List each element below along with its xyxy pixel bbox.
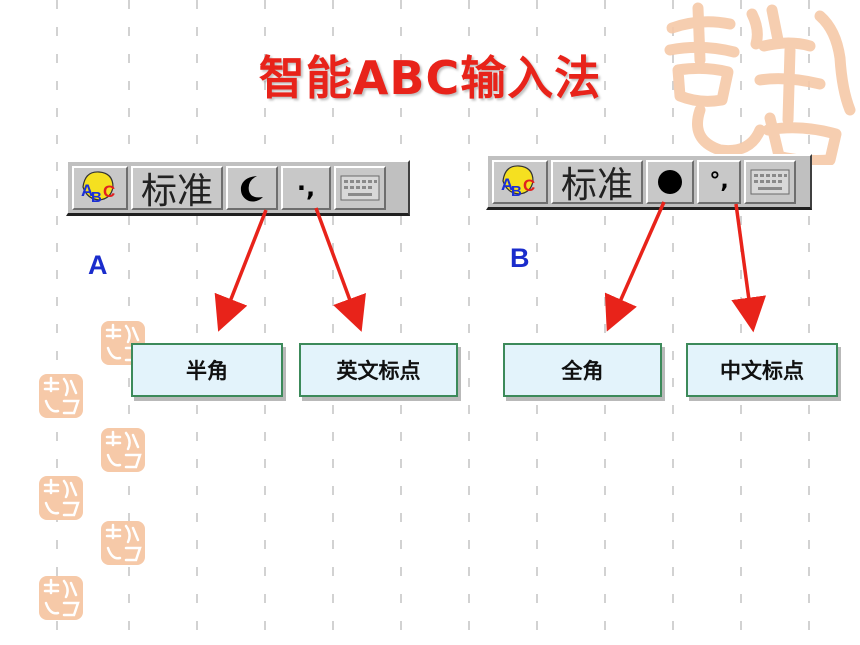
- full-width-toggle-button[interactable]: [646, 159, 695, 204]
- ime-toolbar-b: A B C 标准 °,: [486, 154, 812, 210]
- toolbar-a-label: A: [88, 250, 108, 280]
- ime-logo-button[interactable]: A B C: [492, 159, 548, 204]
- guide-line: [400, 0, 402, 645]
- chinese-punct-box: 中文标点: [686, 343, 838, 397]
- half-width-toggle-button[interactable]: [226, 165, 279, 210]
- small-seal-icon: [101, 428, 145, 472]
- arrow-to-full-width: [604, 201, 666, 332]
- svg-text:B: B: [91, 189, 102, 206]
- crescent-moon-icon: [240, 175, 264, 201]
- guide-line: [468, 0, 470, 645]
- svg-text:B: B: [511, 183, 522, 200]
- arrow-to-chinese-punct: [731, 203, 767, 333]
- guide-line: [332, 0, 334, 645]
- soft-keyboard-icon: [340, 175, 380, 200]
- guide-line: [196, 0, 198, 645]
- guide-line: [264, 0, 266, 645]
- svg-text:A: A: [81, 181, 93, 200]
- soft-keyboard-icon: [750, 169, 790, 194]
- english-punctuation-icon: ·,: [296, 173, 316, 202]
- small-seal-icon: [101, 521, 145, 565]
- input-mode-button[interactable]: 标准: [551, 159, 644, 206]
- full-width-box: 全角: [503, 343, 662, 397]
- filled-circle-icon: [658, 169, 683, 194]
- soft-keyboard-button[interactable]: [744, 159, 797, 204]
- ime-toolbar-a: A B C 标准 ·,: [66, 160, 410, 216]
- arrow-to-half-width: [214, 209, 268, 332]
- svg-text:A: A: [501, 175, 513, 194]
- toolbar-b-label: B: [510, 243, 530, 273]
- auspicious-seal-icon: [664, 2, 856, 165]
- guide-line: [808, 0, 810, 645]
- guide-line: [56, 0, 58, 645]
- small-seal-icon: [39, 374, 83, 418]
- soft-keyboard-button[interactable]: [334, 165, 387, 210]
- english-punct-box: 英文标点: [299, 343, 458, 397]
- punctuation-toggle-button[interactable]: ·,: [281, 165, 332, 210]
- small-seal-icon: [39, 476, 83, 520]
- svg-text:C: C: [523, 176, 535, 195]
- punctuation-toggle-button[interactable]: °,: [697, 159, 742, 204]
- chinese-punctuation-icon: °,: [709, 169, 729, 194]
- arrow-to-english-punct: [314, 207, 366, 332]
- guide-line: [536, 0, 538, 645]
- small-seal-icon: [39, 576, 83, 620]
- abc-ime-logo-icon: A B C: [81, 170, 115, 206]
- ime-logo-button[interactable]: A B C: [72, 165, 128, 210]
- guide-line: [672, 0, 674, 645]
- abc-ime-logo-icon: A B C: [501, 164, 535, 200]
- input-mode-button[interactable]: 标准: [131, 165, 224, 212]
- slide-title: 智能ABC输入法: [258, 51, 602, 105]
- svg-text:C: C: [103, 182, 115, 201]
- half-width-box: 半角: [131, 343, 283, 397]
